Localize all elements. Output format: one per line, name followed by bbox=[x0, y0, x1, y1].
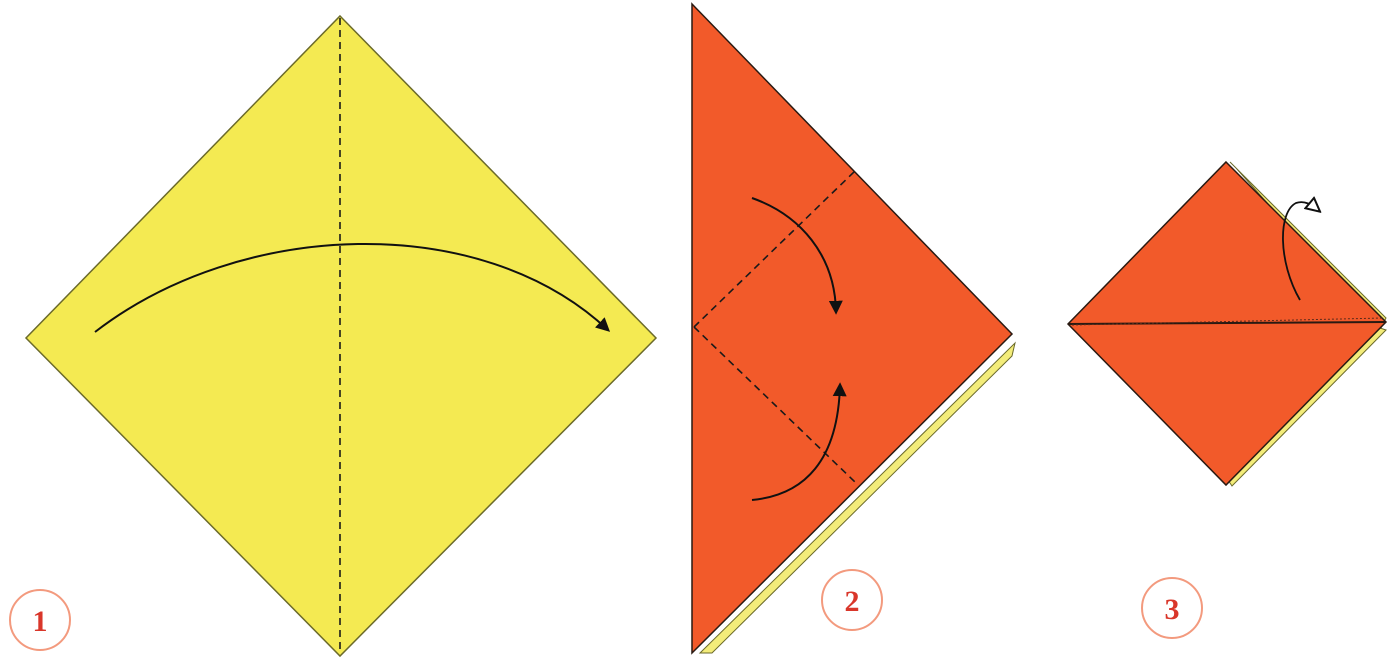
step-2-orange-triangle-paper bbox=[691, 2, 1014, 655]
step-2-number-circle bbox=[821, 569, 883, 631]
fold-arrow-icon bbox=[94, 242, 611, 333]
fold-arrow-icon bbox=[751, 382, 847, 501]
step-1-number-circle bbox=[9, 589, 71, 651]
step-1-number: 1 bbox=[33, 605, 48, 638]
step-3-number: 3 bbox=[1165, 593, 1180, 626]
step-1-yellow-square-paper bbox=[24, 14, 658, 658]
step-2-number: 2 bbox=[845, 585, 860, 618]
step-2-back-layer bbox=[698, 341, 1016, 654]
valley-fold-line-icon bbox=[693, 169, 857, 328]
step-3-group: 3 bbox=[1066, 160, 1388, 639]
step-2-group: 2 bbox=[691, 2, 1016, 655]
valley-fold-line-icon bbox=[693, 326, 856, 483]
fold-arrow-icon bbox=[751, 197, 843, 315]
step-3-number-circle bbox=[1141, 577, 1203, 639]
step-1-group: 1 bbox=[9, 14, 658, 658]
crease-line-icon bbox=[1071, 317, 1385, 326]
fold-behind-arrow-icon bbox=[1282, 202, 1318, 301]
